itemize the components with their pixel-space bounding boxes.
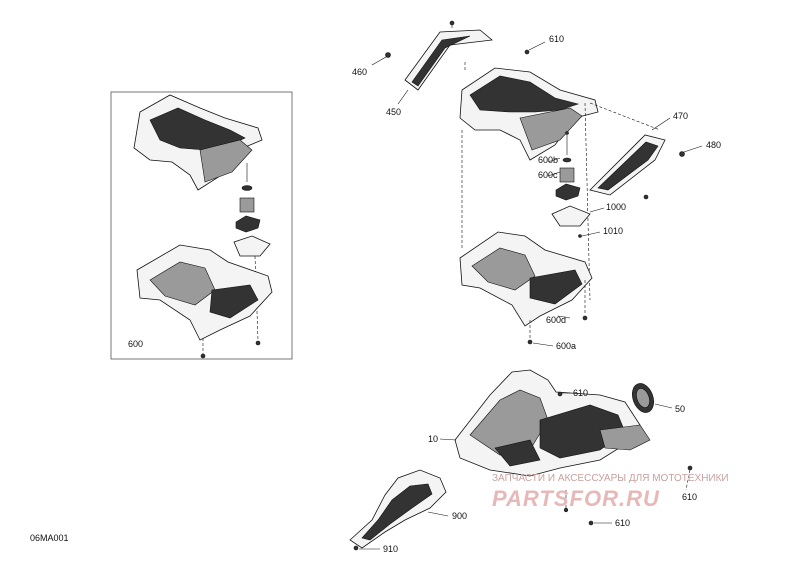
part-470-trim [589,134,666,196]
main-body-10 [454,369,651,477]
watermark-tagline: ЗАПЧАСТИ И АКСЕССУАРЫ ДЛЯ МОТОТЕХНИКИ [492,473,729,484]
label-1010: 1010 [603,226,623,236]
label-450: 450 [386,107,401,117]
label-50: 50 [675,404,685,414]
label-600c: 600c [538,170,558,180]
label-600d: 600d [546,315,566,325]
screw-top [449,20,455,26]
part-50-cap [631,383,655,413]
label-900: 900 [452,511,467,521]
label-480: 480 [706,140,721,150]
label-600b: 600b [538,155,558,165]
label-610-top: 610 [549,34,564,44]
label-600: 600 [128,339,143,349]
label-1000: 1000 [606,202,626,212]
inset-lower-frame [136,244,273,341]
screw-480 [679,151,685,157]
inset-upper-frame [133,94,263,191]
diagram-code: 06MA001 [30,533,69,543]
label-610-bottom: 610 [615,518,630,528]
label-460: 460 [352,67,367,77]
part-900-cover [349,469,447,549]
screw-460 [385,52,391,58]
label-600a: 600a [556,341,576,351]
label-610-mid: 610 [573,388,588,398]
inset-frame [110,91,293,360]
watermark-logo: PARTSFOR.RU [492,486,660,511]
lower-frame [459,231,593,327]
label-610-right: 610 [682,492,697,502]
screw-610-top [524,49,530,55]
damper-stack [551,131,591,238]
label-470: 470 [673,111,688,121]
label-10: 10 [428,434,438,444]
upper-frame [459,67,599,161]
part-450-trim [404,29,493,91]
label-910: 910 [383,544,398,554]
